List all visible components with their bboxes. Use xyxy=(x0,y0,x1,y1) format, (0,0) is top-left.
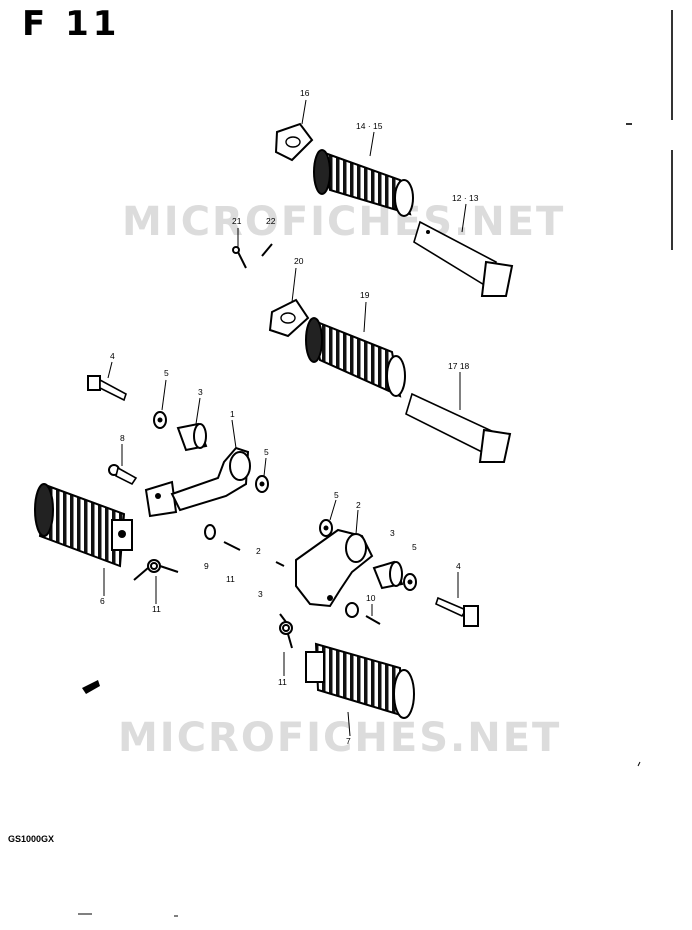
footrest-rubber-icon xyxy=(313,149,414,217)
washer-icon xyxy=(403,573,417,591)
callout-4-left: 4 xyxy=(110,351,115,361)
callout-14-15: 14 · 15 xyxy=(356,121,383,131)
callout-21: 21 xyxy=(232,216,242,226)
callout-20: 20 xyxy=(294,256,304,266)
plate-icon xyxy=(268,298,310,338)
callout-11-mid: 11 xyxy=(226,574,235,584)
clip-icon xyxy=(82,680,100,694)
callout-8: 8 xyxy=(120,433,125,443)
footrest-rubber-icon xyxy=(305,317,406,398)
callout-7: 7 xyxy=(346,736,351,746)
footrest-pin-icon xyxy=(413,220,514,297)
figure-heading: F 11 xyxy=(22,4,121,44)
callout-10: 10 xyxy=(366,593,376,603)
callout-11-bottom: 11 xyxy=(278,677,287,687)
footrest-bracket-icon xyxy=(295,528,374,608)
page-border-marks xyxy=(626,10,673,250)
callout-9: 9 xyxy=(204,561,209,571)
washer-icon xyxy=(319,519,333,537)
callout-2-right: 2 xyxy=(356,500,361,510)
callout-4-right: 4 xyxy=(456,561,461,571)
footrest-bracket-icon xyxy=(144,446,251,518)
callout-3-left: 3 xyxy=(198,387,203,397)
collar-icon xyxy=(372,560,404,590)
watermark-bottom: MICROFICHES.NET xyxy=(118,715,562,761)
callout-19: 19 xyxy=(360,290,370,300)
bolt-icon xyxy=(435,596,479,627)
callout-1: 1 xyxy=(230,409,235,419)
washer-icon xyxy=(345,602,359,618)
callout-3-right: 3 xyxy=(390,528,395,538)
callout-6: 6 xyxy=(100,596,105,606)
footrest-pin-icon xyxy=(405,392,512,463)
callout-22: 22 xyxy=(266,216,276,226)
callout-5-left: 5 xyxy=(164,368,169,378)
callout-16: 16 xyxy=(300,88,310,98)
model-code: GS1000GX xyxy=(8,834,55,844)
collar-icon xyxy=(176,422,208,452)
spring-icon xyxy=(279,613,293,649)
bolt-icon xyxy=(108,464,138,486)
watermark-top: MICROFICHES.NET xyxy=(122,199,566,245)
callout-3-mid: 3 xyxy=(258,589,263,599)
callout-2-mid: 2 xyxy=(256,546,261,556)
callout-labels: 16 14 · 15 12 · 13 21 22 20 19 17 18 4 5… xyxy=(100,88,479,746)
footrest-rubber-icon xyxy=(34,483,133,568)
leader-lines xyxy=(103,99,467,737)
callout-11-left: 11 xyxy=(152,604,161,614)
bolt-icon xyxy=(232,243,273,269)
callout-5-far-right: 5 xyxy=(412,542,417,552)
washer-icon xyxy=(204,524,216,540)
callout-5-right: 5 xyxy=(334,490,339,500)
callout-12-13: 12 · 13 xyxy=(452,193,479,203)
washer-icon xyxy=(255,475,269,493)
pin-icon xyxy=(365,615,381,625)
spring-icon xyxy=(133,559,179,581)
scan-specks xyxy=(78,761,641,917)
plate-icon xyxy=(274,122,314,162)
callout-5-mid: 5 xyxy=(264,447,269,457)
footrest-rubber-icon xyxy=(305,642,415,719)
bolt-icon xyxy=(87,375,127,402)
washer-icon xyxy=(153,411,167,429)
callout-17-18: 17 18 xyxy=(448,361,470,371)
pin-icon xyxy=(223,541,285,567)
